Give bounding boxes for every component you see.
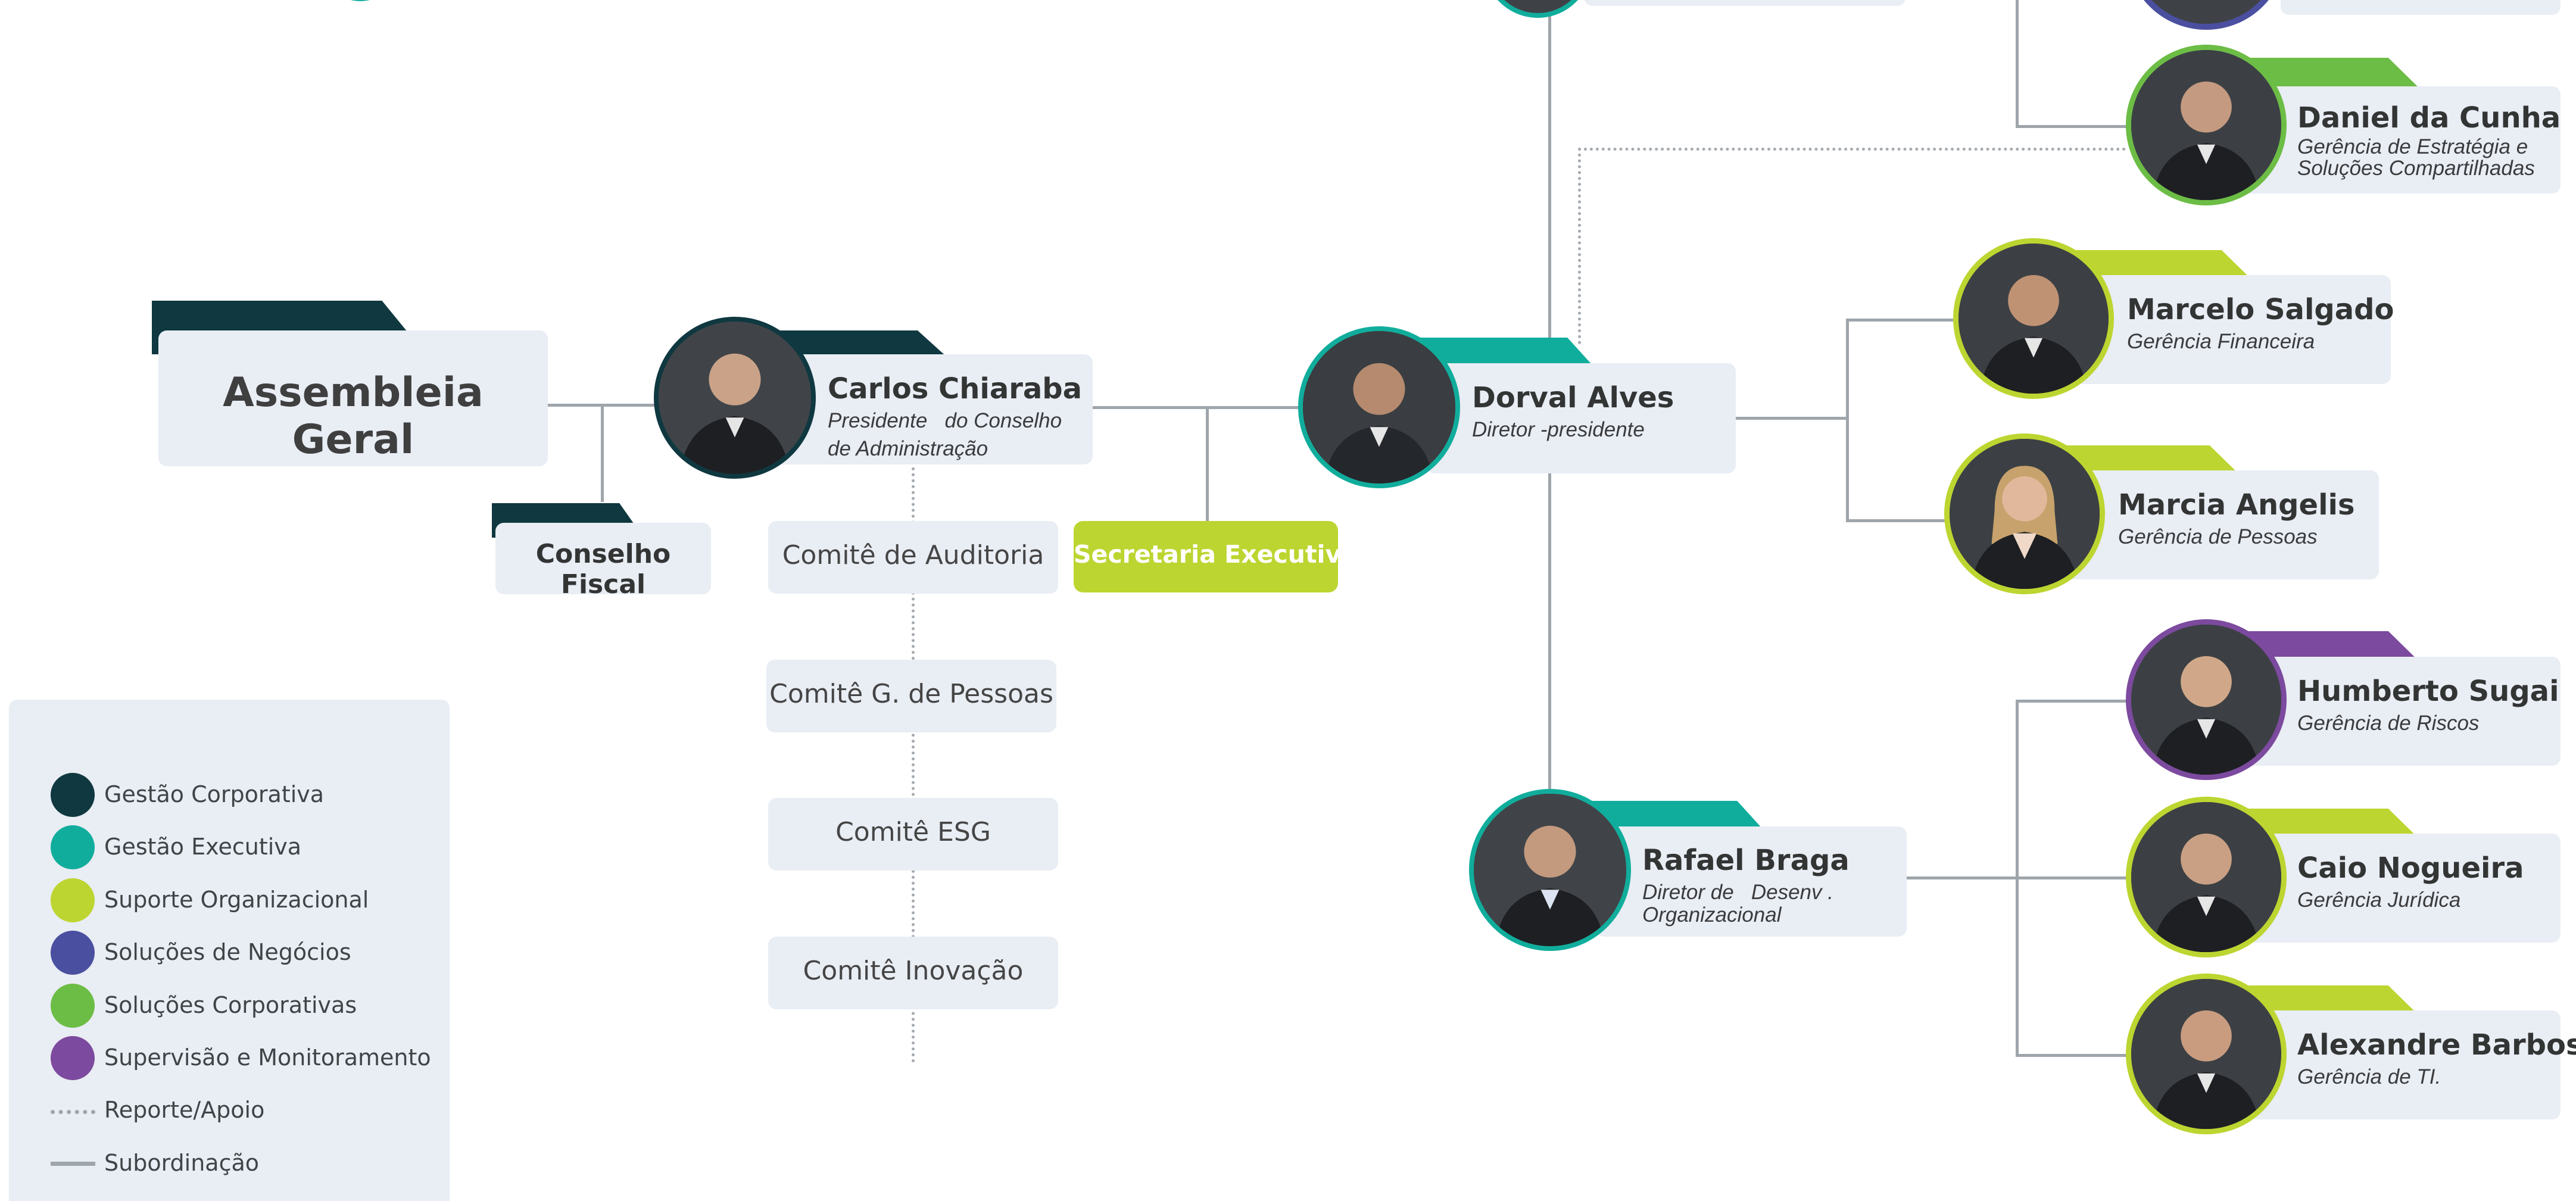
marcelo-box[interactable] [2060, 275, 2391, 384]
connector-line [601, 405, 604, 502]
rafael-name: Rafael Braga [1642, 844, 1850, 877]
humberto-photo [2126, 619, 2287, 780]
marcelo-photo [1953, 238, 2114, 399]
partial-avatar [1483, 0, 1593, 18]
daniel-name: Daniel da Cunha [2297, 101, 2561, 135]
legend-swatch-gestao-corporativa [51, 773, 95, 817]
legend-label: Soluções Corporativas [104, 992, 357, 1018]
marcia-name: Marcia Angelis [2118, 488, 2355, 522]
connector-line [1846, 319, 1849, 521]
rafael-photo [1469, 789, 1631, 951]
secretaria-label: Secretaria Executiva [1074, 540, 1358, 569]
legend-swatch-solucoes-corporativas [51, 984, 95, 1028]
legend-label: Gestão Executiva [104, 834, 302, 860]
connector-line [2016, 0, 2019, 128]
comite-inovacao-label: Comitê Inovação [803, 956, 1024, 986]
daniel-role-line1: Gerência de Estratégia e [2297, 135, 2528, 158]
carlos-photo [654, 317, 816, 479]
legend-swatch-gestao-executiva [51, 825, 95, 869]
connector-line [1736, 417, 1849, 420]
marcelo-role: Gerência Financeira [2127, 330, 2315, 353]
connector-line [1846, 319, 1953, 322]
marcia-photo [1944, 433, 2105, 594]
connector-line [1906, 876, 2019, 879]
legend-label: Gestão Corporativa [104, 781, 325, 807]
carlos-role-line2: de Administração [828, 437, 988, 460]
carlos-role-line1: Presidente do Conselho [828, 409, 1062, 432]
alexandre-photo [2126, 974, 2287, 1134]
comite-auditoria-box[interactable] [768, 521, 1058, 594]
legend-swatch-supervisao-monitoramento [51, 1036, 95, 1080]
dotted-line [912, 461, 915, 1063]
connector-line [2016, 700, 2129, 703]
partial-avatar [2126, 0, 2287, 30]
humberto-name: Humberto Sugai [2297, 675, 2559, 708]
legend-label: Supervisão e Monitoramento [104, 1044, 431, 1071]
conselho-fiscal-label: Conselho Fiscal [535, 539, 671, 600]
legend-swatch-solucoes-negocios [51, 931, 95, 975]
daniel-photo [2126, 45, 2287, 205]
caio-photo [2126, 797, 2287, 957]
humberto-role: Gerência de Riscos [2297, 712, 2480, 735]
legend-label: Suporte Organizacional [104, 887, 369, 913]
alexandre-role: Gerência de TI. [2297, 1065, 2441, 1088]
comite-esg-label: Comitê ESG [835, 817, 991, 847]
dorval-box[interactable] [1426, 363, 1736, 473]
connector-line [548, 404, 679, 407]
legend-solid-sample [51, 1162, 95, 1166]
dorval-photo [1298, 326, 1460, 488]
conselho-fiscal-box[interactable] [495, 523, 711, 594]
rafael-role-line2: Organizacional [1642, 903, 1782, 927]
comite-auditoria-label: Comitê de Auditoria [782, 540, 1044, 570]
connector-line [2016, 1054, 2129, 1057]
legend-dotted-sample [51, 1110, 95, 1114]
dorval-name: Dorval Alves [1472, 381, 1674, 414]
connector-line [2016, 125, 2129, 128]
dotted-line [1578, 148, 1581, 344]
carlos-name: Carlos Chiaraba [828, 372, 1083, 405]
dotted-line [1578, 148, 2126, 151]
connector-line [2016, 876, 2129, 879]
connector-line [1846, 519, 1947, 522]
comite-pessoas-label: Comitê G. de Pessoas [769, 679, 1053, 709]
comite-inovacao-box[interactable] [768, 937, 1058, 1009]
marcia-role: Gerência de Pessoas [2118, 525, 2318, 548]
connector-line [1090, 406, 1304, 409]
legend-label: Soluções de Negócios [104, 939, 351, 965]
partial-node-circle [322, 0, 399, 1]
caio-name: Caio Nogueira [2297, 851, 2524, 885]
comite-pessoas-box[interactable] [766, 660, 1056, 732]
partial-box [2281, 0, 2561, 15]
daniel-role-line2: Soluções Compartilhadas [2297, 157, 2535, 180]
alexandre-name: Alexandre Barbosa [2297, 1028, 2576, 1062]
rafael-box[interactable] [1596, 826, 1907, 937]
legend-label: Reporte/Apoio [104, 1097, 265, 1123]
assembleia-label: Assembleia Geral [223, 369, 484, 463]
partial-box [1584, 0, 1906, 6]
connector-line [1206, 407, 1209, 523]
assembleia-box[interactable] [158, 330, 548, 466]
dorval-role: Diretor -presidente [1472, 418, 1645, 441]
secretaria-box[interactable] [1074, 521, 1338, 592]
rafael-role-line1: Diretor de Desenv . [1642, 881, 1833, 904]
legend-swatch-suporte-organizacional [51, 878, 95, 922]
comite-esg-box[interactable] [768, 798, 1058, 871]
caio-role: Gerência Jurídica [2297, 888, 2461, 912]
legend-label: Subordinação [104, 1150, 260, 1176]
marcelo-name: Marcelo Salgado [2127, 293, 2394, 326]
